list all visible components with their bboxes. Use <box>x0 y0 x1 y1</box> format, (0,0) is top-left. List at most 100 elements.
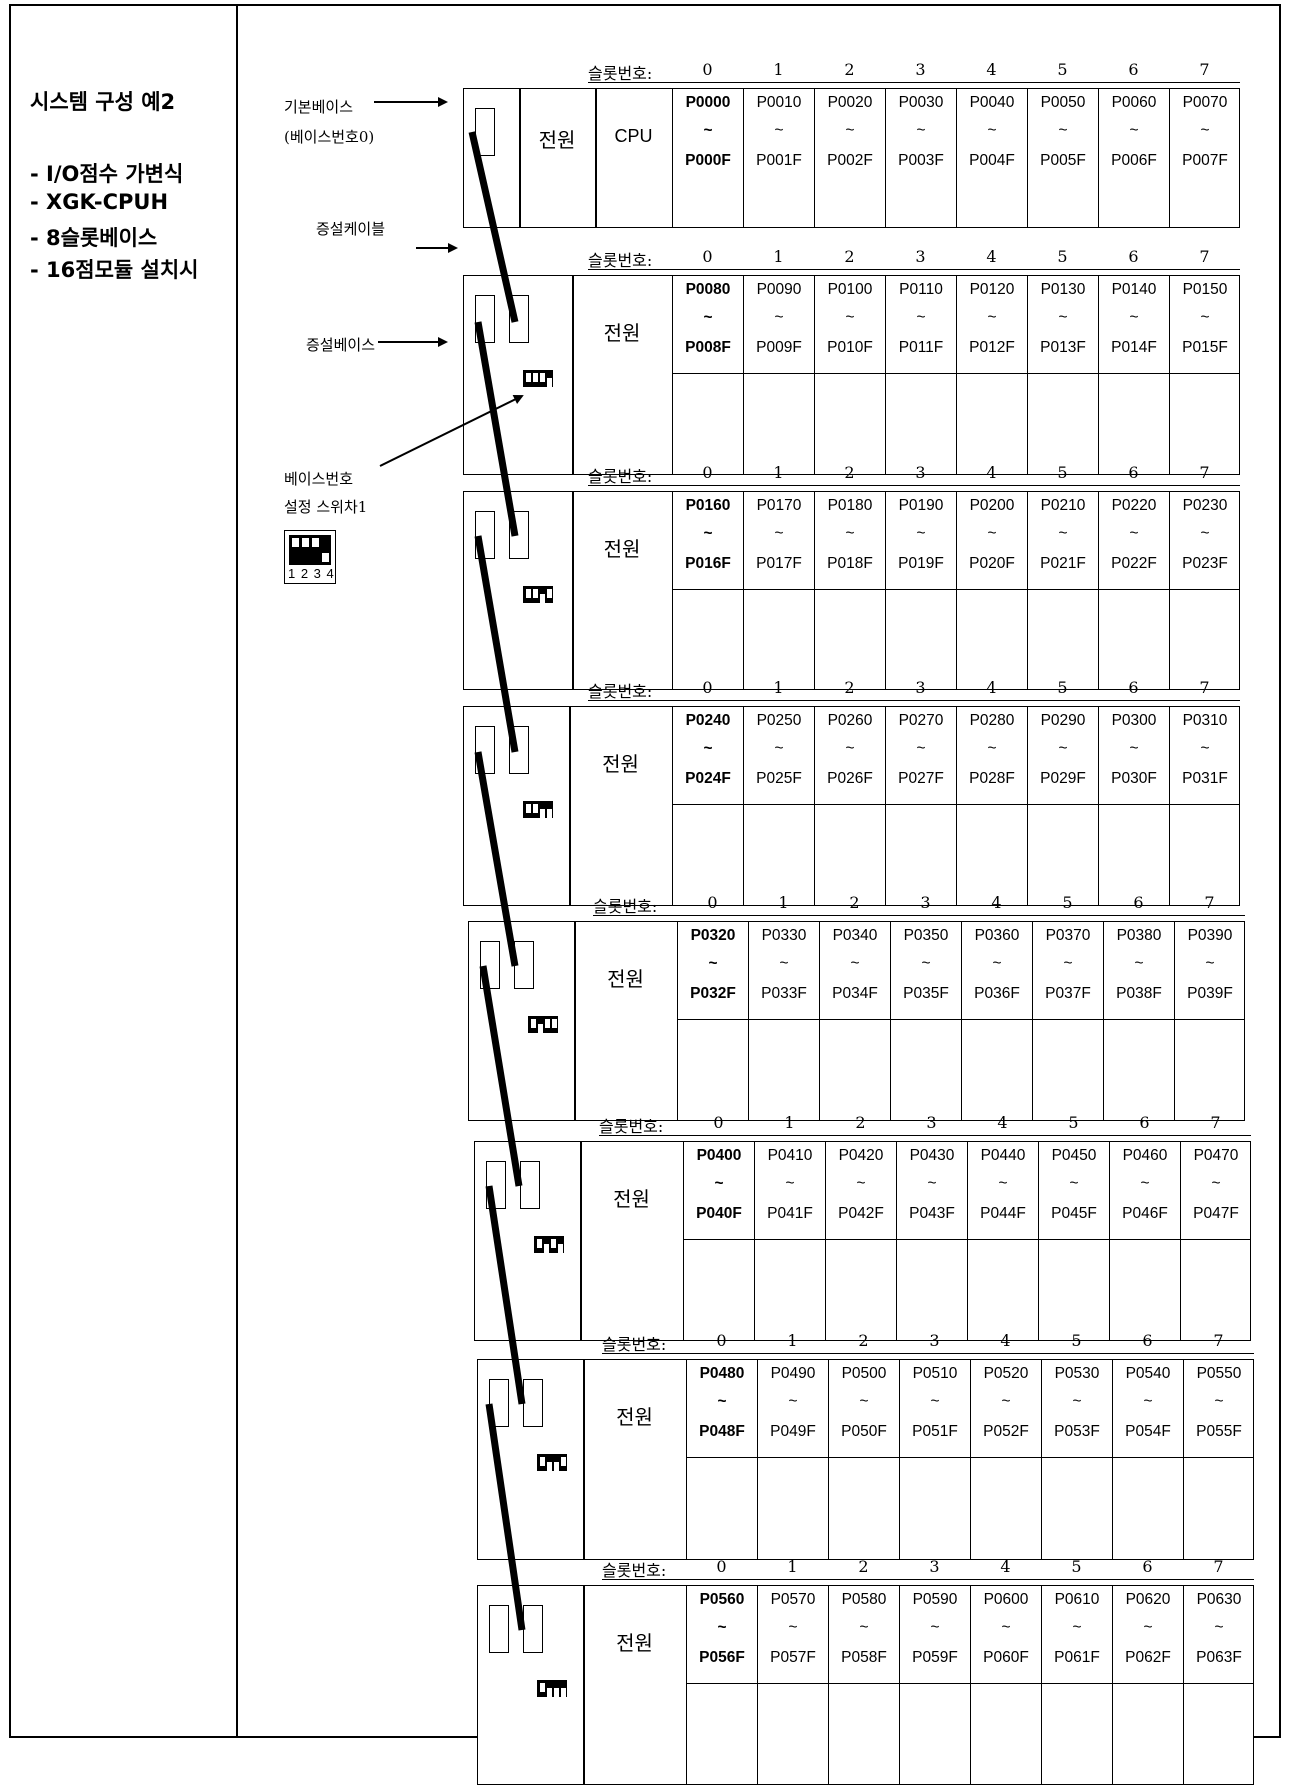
slot-range-tilde: ~ <box>788 1393 798 1410</box>
slot-end-address: P028F <box>969 770 1015 787</box>
io-slot-7: P0150~P015F <box>1169 275 1240 475</box>
io-slot-2: P0100~P010F <box>814 275 885 475</box>
io-slot-0: P0480~P048F <box>686 1359 757 1560</box>
slot-number: 0 <box>716 1331 727 1350</box>
slot-range-tilde: ~ <box>774 122 784 139</box>
io-slot-1: P0250~P025F <box>743 706 814 906</box>
slot-start-address: P0150 <box>1182 281 1228 298</box>
slot-end-address: P056F <box>699 1649 745 1666</box>
slot-address-underline <box>1109 1239 1180 1240</box>
slot-start-address: P0570 <box>770 1591 816 1608</box>
slot-header-underline <box>602 1579 1254 1580</box>
out-connector <box>509 726 529 774</box>
slot-number: 0 <box>707 893 718 912</box>
slot-end-address: P006F <box>1111 152 1157 169</box>
io-slot-7: P0230~P023F <box>1169 491 1240 690</box>
slot-start-address: P0340 <box>832 927 878 944</box>
extension-base-5 <box>474 1141 1251 1341</box>
slot-start-address: P0030 <box>898 94 944 111</box>
in-connector <box>489 1379 509 1427</box>
slot-end-address: P049F <box>770 1423 816 1440</box>
io-slot-7: P0470~P047F <box>1180 1141 1251 1341</box>
module-divider <box>572 491 574 690</box>
slot-address-underline <box>1183 1683 1254 1684</box>
slot-end-address: P063F <box>1196 1649 1242 1666</box>
slot-end-address: P046F <box>1122 1205 1168 1222</box>
slot-end-address: P054F <box>1125 1423 1171 1440</box>
slot-start-address: P0500 <box>841 1365 887 1382</box>
slot-range-tilde: ~ <box>1200 525 1210 542</box>
slot-header-underline <box>588 700 1240 701</box>
dip-switch-lever <box>547 809 552 818</box>
slot-end-address: P019F <box>898 555 944 572</box>
slot-number: 7 <box>1204 893 1215 912</box>
slot-range-tilde: ~ <box>785 1175 795 1192</box>
left-item-io: - I/O점수 가변식 <box>30 162 184 186</box>
dip-switch-lever <box>533 589 538 598</box>
slot-start-address: P0530 <box>1054 1365 1100 1382</box>
slot-address-underline <box>814 804 885 805</box>
io-slot-5: P0450~P045F <box>1038 1141 1109 1341</box>
slot-end-address: P000F <box>685 152 731 169</box>
slot-end-address: P009F <box>756 339 802 356</box>
slot-end-address: P061F <box>1054 1649 1100 1666</box>
left-item-cpu: - XGK-CPUH <box>30 190 169 214</box>
slot-end-address: P010F <box>827 339 873 356</box>
power-module-label: 전원 <box>538 128 576 152</box>
slot-address-underline <box>819 1019 890 1020</box>
io-slot-5: P0210~P021F <box>1027 491 1098 690</box>
slot-range-tilde: ~ <box>788 1619 798 1636</box>
slot-number: 0 <box>702 678 713 697</box>
slot-address-underline <box>1174 1019 1245 1020</box>
slot-end-address: P039F <box>1187 985 1233 1002</box>
slot-address-underline <box>814 589 885 590</box>
io-slot-5: P0530~P053F <box>1041 1359 1112 1560</box>
slot-number: 3 <box>929 1557 940 1576</box>
slot-range-tilde: ~ <box>1001 1619 1011 1636</box>
io-slot-3: P0350~P035F <box>890 921 961 1121</box>
switch-numbers: 1 2 3 4 <box>288 566 335 581</box>
slot-start-address: P0310 <box>1182 712 1228 729</box>
slot-range-tilde: ~ <box>1058 122 1068 139</box>
slot-start-address: P0300 <box>1111 712 1157 729</box>
slot-address-underline <box>967 1239 1038 1240</box>
slot-start-address: P0380 <box>1116 927 1162 944</box>
io-slot-6: P0140~P014F <box>1098 275 1169 475</box>
slot-range-tilde: ~ <box>856 1175 866 1192</box>
slot-range-tilde: ~ <box>1058 740 1068 757</box>
main-base-number-label: (베이스번호0) <box>284 128 375 146</box>
dip-switch-lever <box>526 804 531 813</box>
io-slot-4: P0040~P004F <box>956 88 1027 228</box>
slot-number: 5 <box>1057 60 1068 79</box>
slot-range-tilde: ~ <box>708 955 718 972</box>
slot-start-address: P0140 <box>1111 281 1157 298</box>
slot-range-tilde: ~ <box>859 1393 869 1410</box>
module-divider <box>583 1585 585 1785</box>
out-connector <box>520 1161 540 1209</box>
io-slot-4: P0520~P052F <box>970 1359 1041 1560</box>
slot-range-tilde: ~ <box>1200 122 1210 139</box>
slot-number: 1 <box>773 247 784 266</box>
slot-end-address: P042F <box>838 1205 884 1222</box>
slot-number: 6 <box>1142 1331 1153 1350</box>
slot-start-address: P0020 <box>827 94 873 111</box>
ext-base-label: 증설베이스 <box>306 336 376 354</box>
slot-range-tilde: ~ <box>850 955 860 972</box>
left-panel-title: 시스템 구성 예2 <box>30 90 176 114</box>
slot-end-address: P012F <box>969 339 1015 356</box>
slot-address-underline <box>1169 804 1240 805</box>
dip-switch-lever <box>561 1688 566 1697</box>
power-module-label: 전원 <box>616 1405 653 1429</box>
slot-address-underline <box>757 1457 828 1458</box>
slot-number: 3 <box>926 1113 937 1132</box>
base-number-dip-switch <box>523 586 553 603</box>
io-slot-6: P0460~P046F <box>1109 1141 1180 1341</box>
module-divider <box>574 921 576 1121</box>
slot-number: 6 <box>1128 463 1139 482</box>
slot-address-underline <box>825 1239 896 1240</box>
slot-end-address: P025F <box>756 770 802 787</box>
slot-number: 4 <box>986 678 997 697</box>
slot-header-label: 슬롯번호: <box>588 682 653 701</box>
slot-end-address: P033F <box>761 985 807 1002</box>
out-connector <box>523 1605 543 1653</box>
